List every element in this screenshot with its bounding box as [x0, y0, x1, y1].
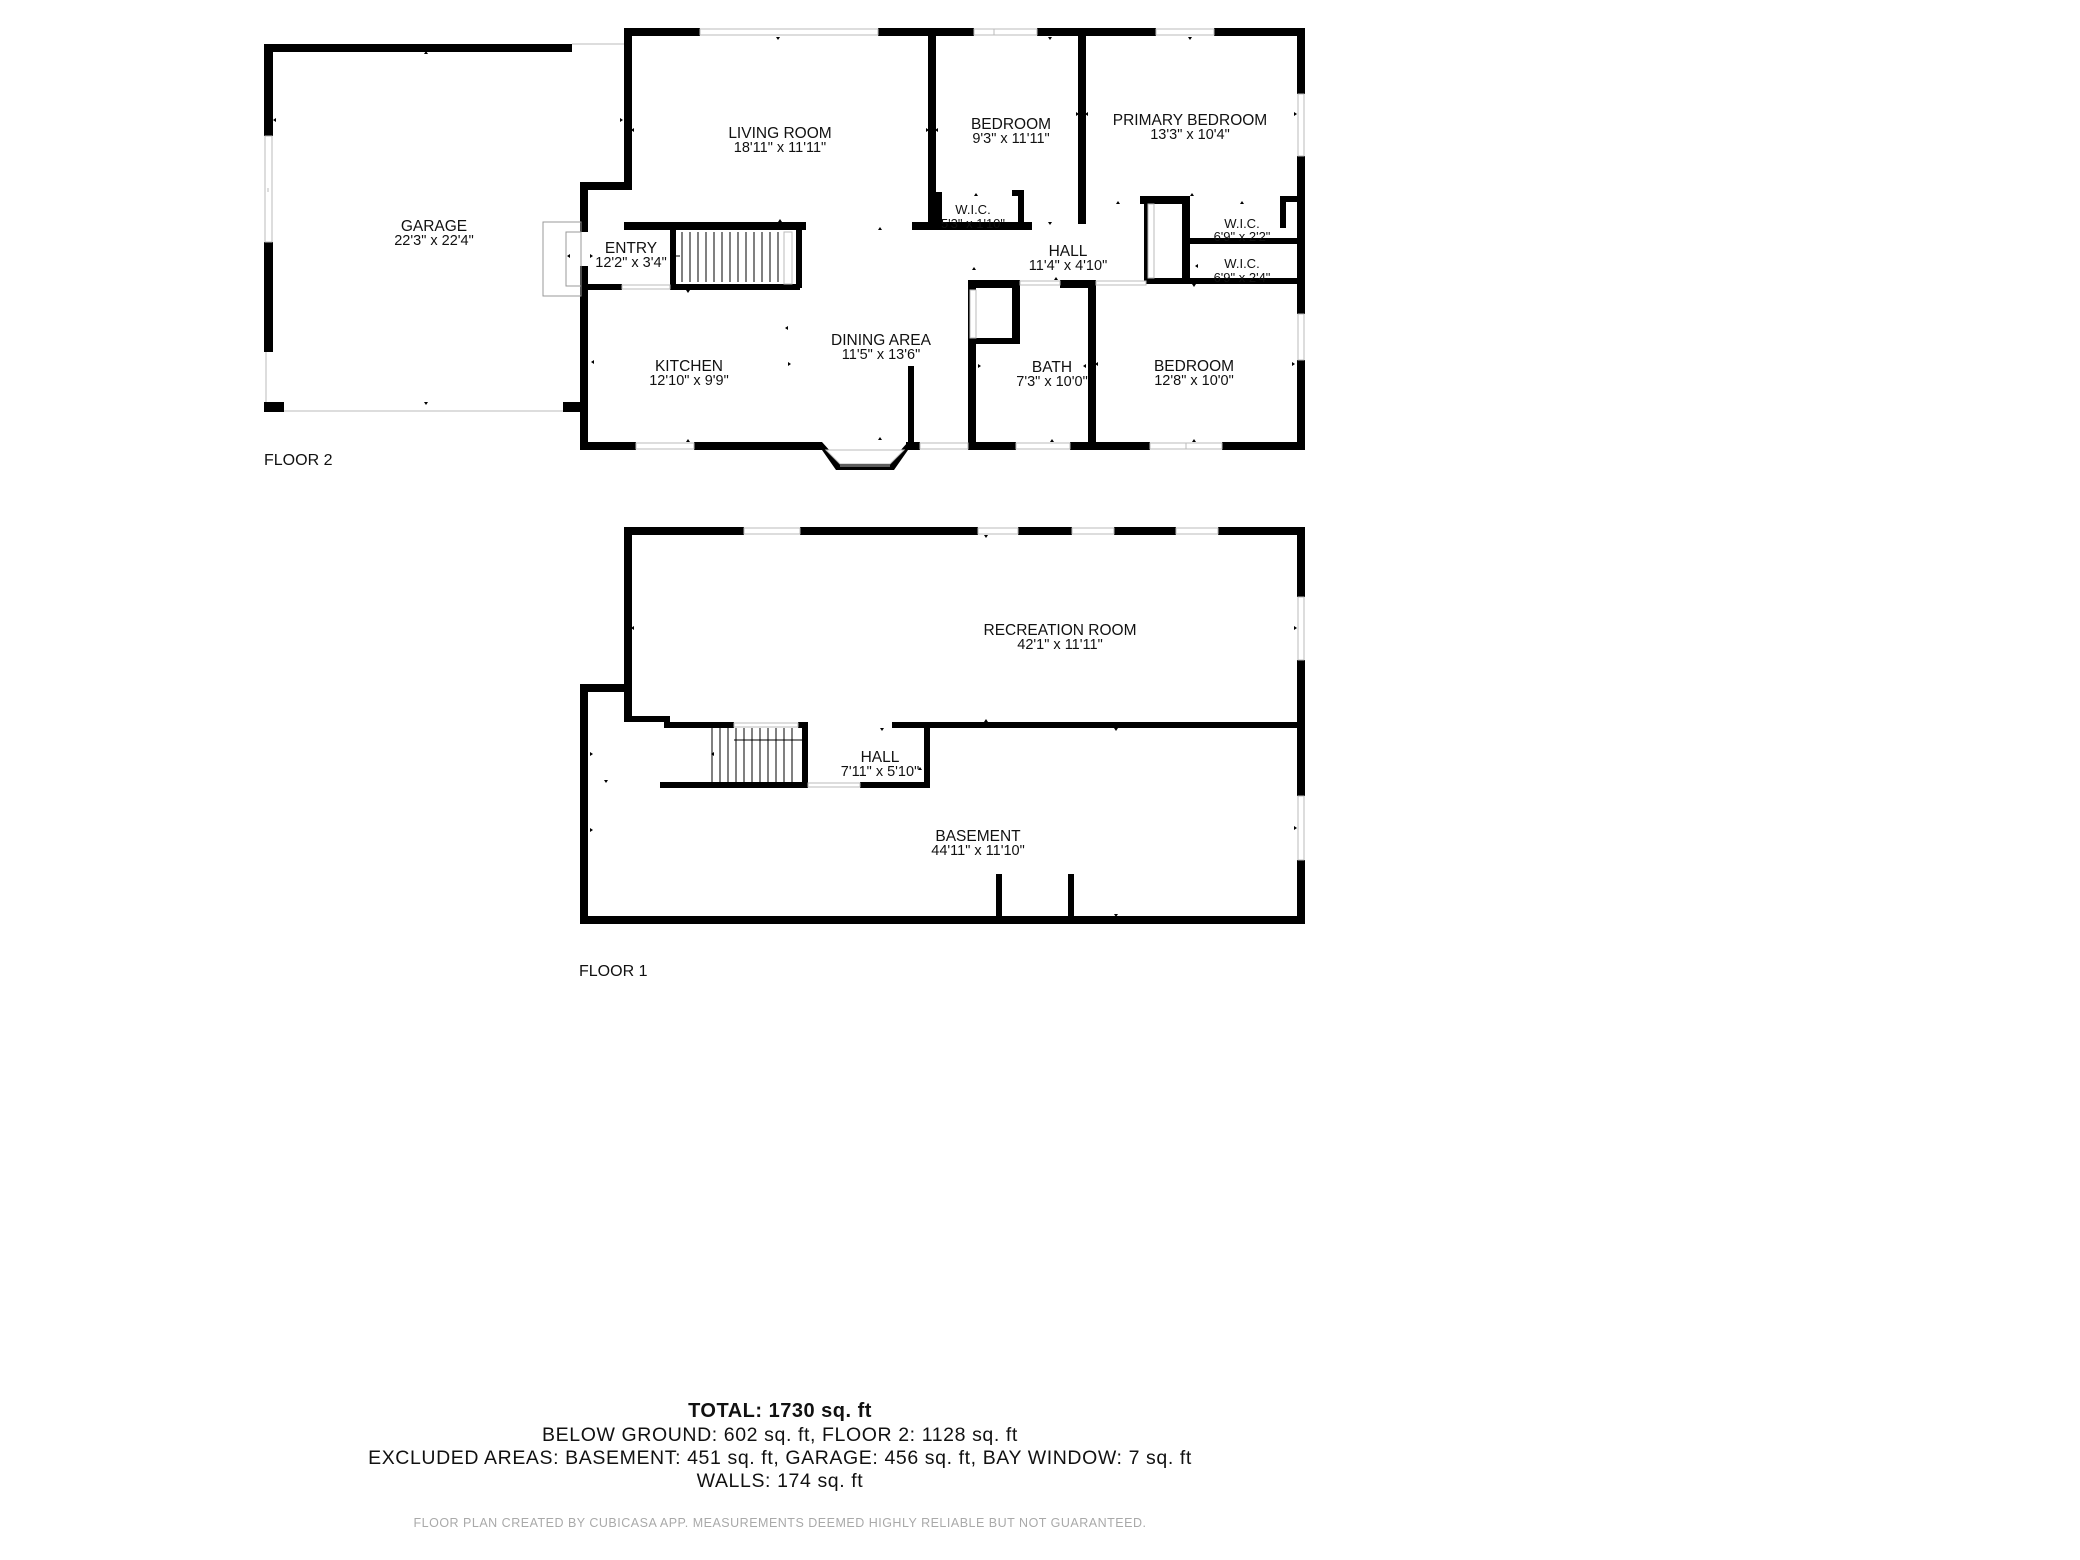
- room-kitchen: KITCHEN 12'10" x 9'9": [649, 358, 729, 389]
- room-entry: ENTRY 12'2" x 3'4": [595, 240, 666, 271]
- room-name: GARAGE: [401, 218, 467, 235]
- room-dimensions: 5'3" x 1'10": [941, 216, 1005, 231]
- room-name: RECREATION ROOM: [984, 622, 1137, 639]
- room-name: BEDROOM: [1154, 358, 1234, 375]
- walls-area-line: WALLS: 174 sq. ft: [696, 1470, 864, 1492]
- room-dimensions: 13'3" x 10'4": [1150, 127, 1230, 143]
- dimension-markers-floor-2: [273, 37, 1297, 442]
- room-name: BEDROOM: [971, 116, 1051, 133]
- room-bedroom-1: BEDROOM 9'3" x 11'11": [971, 116, 1051, 147]
- room-basement: BASEMENT 44'11" x 11'10": [931, 828, 1025, 859]
- room-wic-2: W.I.C. 6'9" x 2'2": [1214, 216, 1271, 244]
- room-name: W.I.C.: [1224, 216, 1259, 231]
- stairs-floor-1: [711, 728, 802, 782]
- room-dimensions: 22'3" x 22'4": [394, 233, 474, 249]
- room-name: LIVING ROOM: [728, 125, 831, 142]
- room-name: HALL: [1049, 243, 1088, 260]
- room-hall-floor-1: HALL 7'11" x 5'10": [841, 749, 919, 780]
- disclaimer: FLOOR PLAN CREATED BY CUBICASA APP. MEAS…: [413, 1516, 1147, 1530]
- room-name: BATH: [1032, 359, 1072, 376]
- area-breakdown-line: BELOW GROUND: 602 sq. ft, FLOOR 2: 1128 …: [542, 1424, 1018, 1446]
- room-dimensions: 6'9" x 2'2": [1214, 229, 1271, 244]
- room-name: PRIMARY BEDROOM: [1113, 112, 1267, 129]
- floor-1-walls: [580, 527, 1305, 924]
- garage-openings: [264, 43, 626, 412]
- room-recreation-room: RECREATION ROOM 42'1" x 11'11": [984, 622, 1137, 653]
- excluded-areas-line: EXCLUDED AREAS: BASEMENT: 451 sq. ft, GA…: [368, 1447, 1192, 1469]
- floor-1-windows: [733, 527, 1305, 861]
- room-dimensions: 44'11" x 11'10": [931, 843, 1025, 859]
- room-dimensions: 18'11" x 11'11": [734, 140, 826, 156]
- room-name: ENTRY: [605, 240, 657, 257]
- floor-1-plan: RECREATION ROOM 42'1" x 11'11" HALL 7'11…: [579, 527, 1305, 980]
- room-dimensions: 42'1" x 11'11": [1017, 637, 1102, 653]
- room-wic-3: W.I.C. 6'9" x 2'4": [1214, 256, 1271, 285]
- room-dimensions: 7'3" x 10'0": [1016, 374, 1087, 390]
- entry-stoop: [542, 221, 582, 297]
- room-name: HALL: [861, 749, 900, 766]
- room-dimensions: 7'11" x 5'10": [841, 764, 919, 780]
- room-bedroom-2: BEDROOM 12'8" x 10'0": [1154, 358, 1234, 389]
- room-dimensions: 11'4" x 4'10": [1029, 258, 1107, 274]
- room-dimensions: 12'10" x 9'9": [649, 373, 729, 389]
- house-walls: [580, 28, 1305, 450]
- room-dimensions: 12'2" x 3'4": [595, 255, 666, 271]
- room-bath: BATH 7'3" x 10'0": [1016, 359, 1087, 390]
- room-dimensions: 9'3" x 11'11": [972, 131, 1049, 147]
- room-primary-bedroom: PRIMARY BEDROOM 13'3" x 10'4": [1113, 112, 1267, 143]
- total-area: TOTAL: 1730 sq. ft: [688, 1400, 872, 1422]
- floor-2-windows: [621, 28, 1305, 450]
- room-name: W.I.C.: [1224, 256, 1259, 271]
- dimension-markers-floor-1: [590, 535, 1297, 917]
- bay-window: [822, 442, 908, 470]
- room-wic-1: W.I.C. 5'3" x 1'10": [941, 202, 1005, 231]
- stairs-floor-2: [676, 232, 779, 282]
- room-dimensions: 6'9" x 2'4": [1214, 270, 1271, 285]
- room-dining-area: DINING AREA 11'5" x 13'6": [831, 332, 932, 363]
- floor-plan: GARAGE 22'3" x 22'4" ENTRY 12'2" x 3'4" …: [264, 28, 1305, 980]
- room-garage: GARAGE 22'3" x 22'4": [394, 218, 474, 249]
- room-dimensions: 12'8" x 10'0": [1154, 373, 1234, 389]
- garage-walls: [264, 44, 581, 412]
- room-living-room: LIVING ROOM 18'11" x 11'11": [728, 125, 831, 156]
- floor-2-plan: GARAGE 22'3" x 22'4" ENTRY 12'2" x 3'4" …: [264, 28, 1305, 470]
- room-name: BASEMENT: [935, 828, 1021, 845]
- floor-2-label: FLOOR 2: [264, 452, 333, 469]
- room-name: DINING AREA: [831, 332, 932, 349]
- room-dimensions: 11'5" x 13'6": [842, 347, 920, 363]
- room-name: KITCHEN: [655, 358, 723, 375]
- room-hall-floor-2: HALL 11'4" x 4'10": [1029, 243, 1107, 274]
- floor-1-label: FLOOR 1: [579, 963, 648, 980]
- room-name: W.I.C.: [955, 202, 990, 217]
